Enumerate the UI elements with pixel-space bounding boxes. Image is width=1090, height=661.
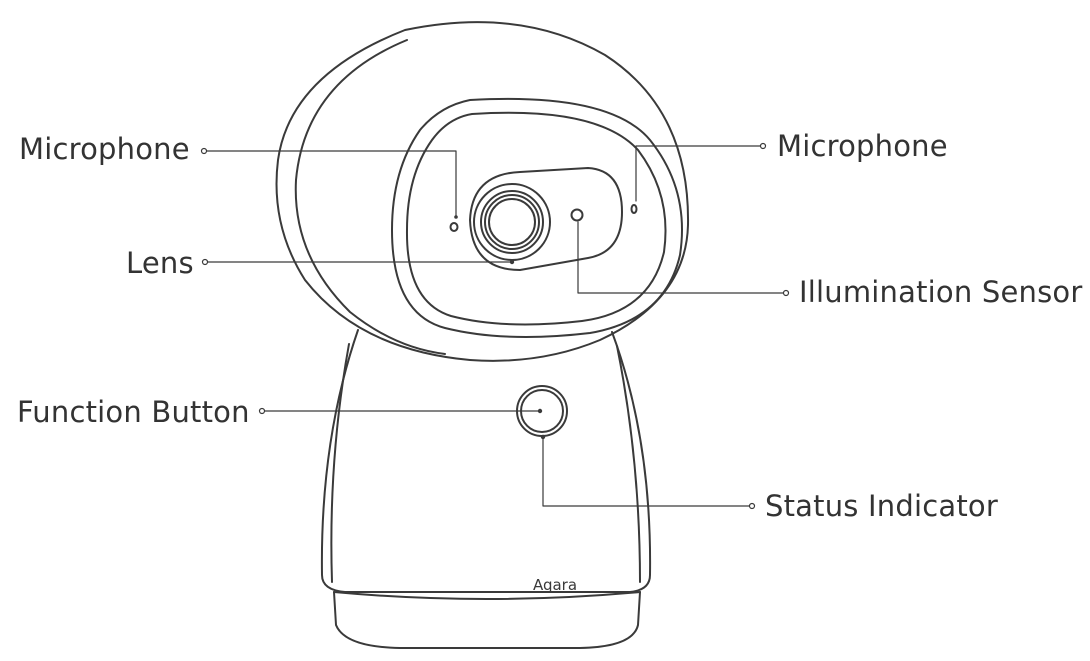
body-outer	[320, 329, 652, 593]
face-plate-outer	[391, 97, 683, 338]
status-leader	[542, 437, 750, 507]
brand-logo: Aqara	[533, 576, 577, 594]
mic-right-leader-dot	[759, 142, 767, 150]
body-inner-left	[330, 343, 350, 583]
base-foot-edge	[333, 591, 641, 600]
microphone-left-label: Microphone	[19, 132, 190, 166]
mic-left-leader-dot	[200, 147, 208, 155]
body-inner-right	[616, 345, 641, 583]
function-button-label: Function Button	[17, 395, 250, 429]
status-indicator-label: Status Indicator	[765, 489, 998, 523]
lens-endpoint	[509, 259, 515, 265]
head-outer	[275, 21, 690, 362]
lens-glass	[488, 198, 536, 246]
illumination-sensor	[570, 208, 584, 222]
lens-housing	[469, 167, 623, 271]
mic-right-leader	[635, 145, 761, 202]
head-seam	[294, 39, 446, 355]
lens-leader-dot	[201, 258, 209, 266]
illum-leader-dot	[782, 289, 790, 297]
base-foot	[333, 591, 641, 649]
lens-ring-2	[480, 190, 544, 254]
lens-label: Lens	[126, 246, 194, 280]
function-endpoint	[537, 408, 543, 414]
face-plate-inner	[405, 111, 667, 326]
illumination-sensor-label: Illumination Sensor	[799, 275, 1083, 309]
mic-hole-right	[630, 204, 638, 214]
status-leader-dot	[748, 502, 756, 510]
status-endpoint	[540, 434, 546, 440]
mic-left-leader	[206, 150, 457, 218]
mic-hole-left	[449, 222, 459, 232]
microphone-right-label: Microphone	[777, 129, 948, 163]
lens-ring-3	[484, 194, 540, 250]
illum-leader	[577, 221, 784, 294]
mic-left-endpoint	[454, 215, 458, 219]
function-leader-dot	[258, 407, 266, 415]
